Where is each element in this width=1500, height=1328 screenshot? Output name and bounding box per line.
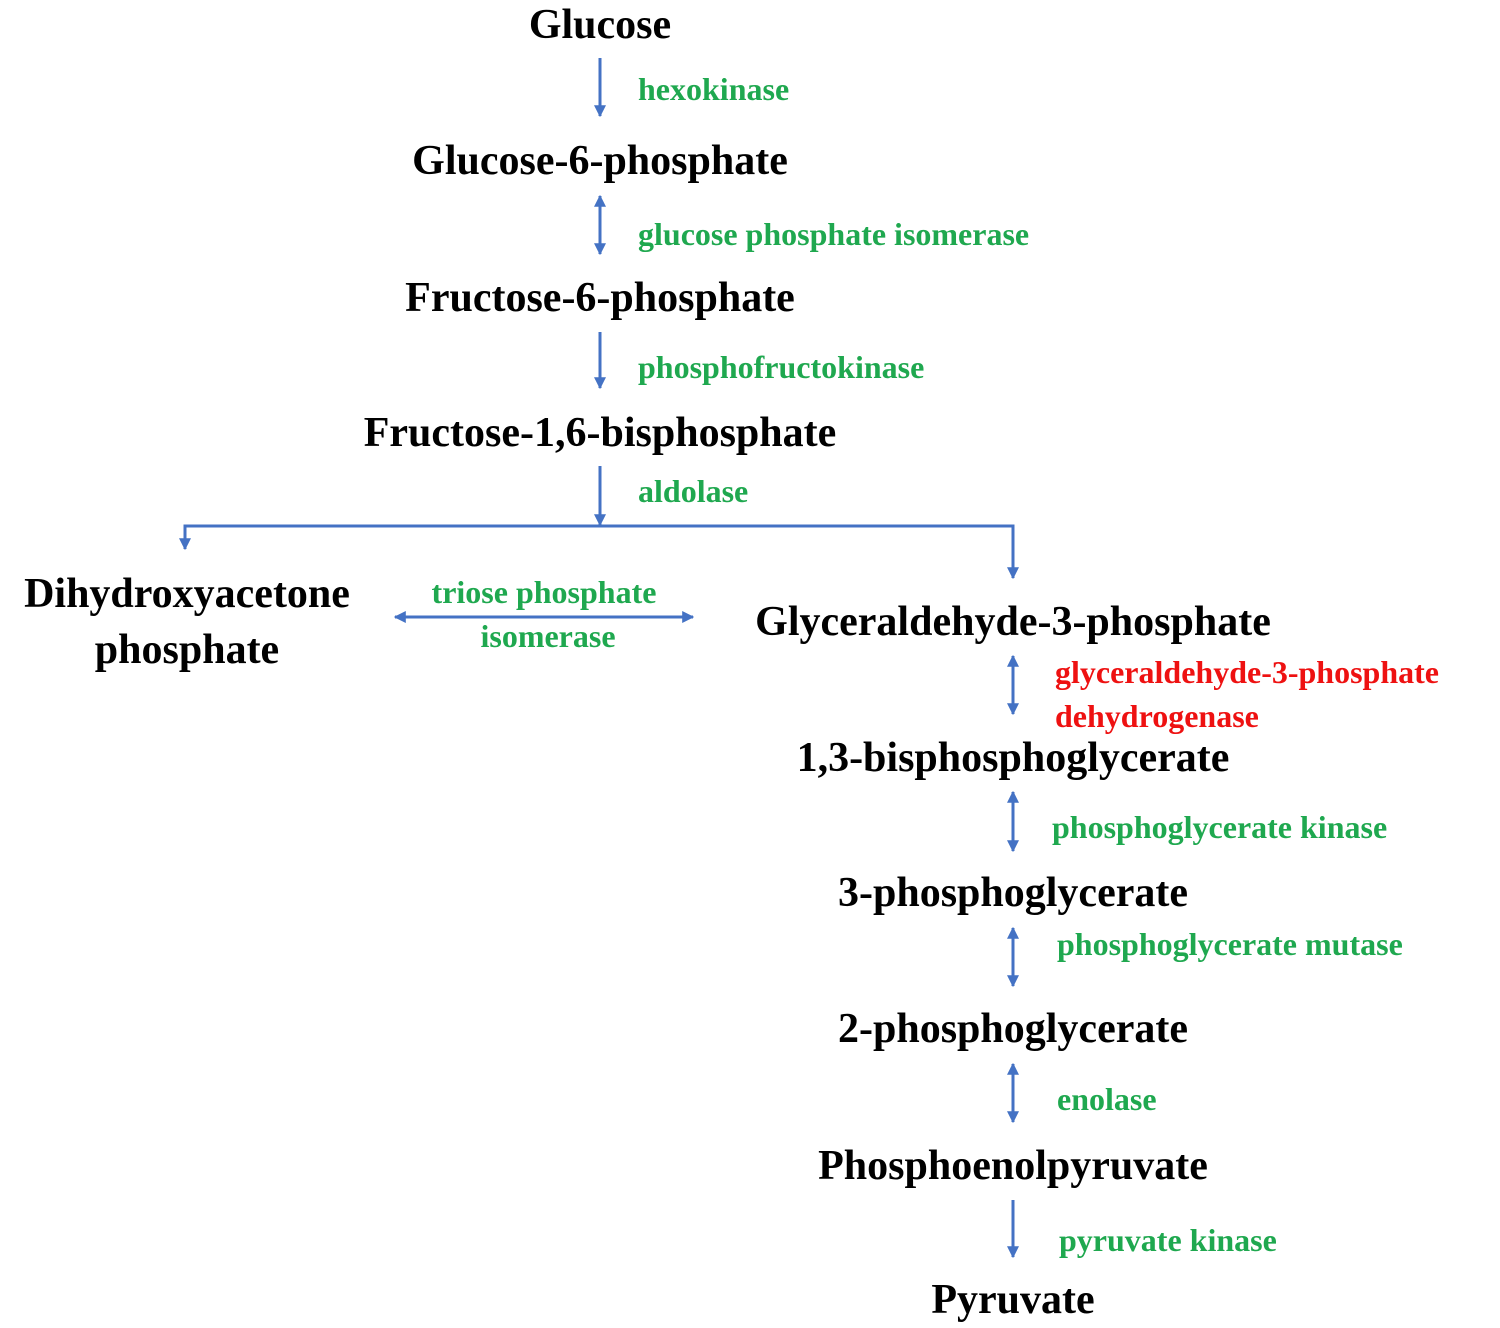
enzyme-triose-phosphate-isomerase-line1: triose phosphate [431,574,657,610]
enzyme-enolase: enolase [1057,1081,1157,1117]
metabolite-glucose-6-phosphate: Glucose-6-phosphate [412,138,788,184]
enzyme-glucose-phosphate-isomerase: glucose phosphate isomerase [638,216,1030,252]
metabolite-1-3-bisphosphoglycerate: 1,3-bisphosphoglycerate [796,735,1230,781]
metabolite-2-phosphoglycerate: 2-phosphoglycerate [838,1006,1188,1052]
enzyme-phosphofructokinase: phosphofructokinase [638,349,925,385]
enzyme-pyruvate-kinase: pyruvate kinase [1059,1222,1277,1258]
metabolite-fructose-1-6-bisphosphate: Fructose-1,6-bisphosphate [363,410,837,456]
arrow-split-g3p [600,524,1019,580]
enzyme-phosphoglycerate-mutase: phosphoglycerate mutase [1057,926,1403,962]
enzyme-phosphoglycerate-kinase: phosphoglycerate kinase [1052,809,1388,845]
enzyme-gapdh-line2: dehydrogenase [1055,698,1259,734]
metabolite-glucose: Glucose [528,2,672,48]
metabolite-glyceraldehyde-3-phosphate: Glyceraldehyde-3-phosphate [755,599,1271,645]
metabolite-3-phosphoglycerate: 3-phosphoglycerate [838,870,1188,916]
enzyme-gapdh-line1: glyceraldehyde-3-phosphate [1055,654,1439,690]
metabolite-pyruvate: Pyruvate [931,1277,1095,1323]
metabolite-dihydroxyacetone-phosphate-line1: Dihydroxyacetone [24,571,350,617]
enzyme-aldolase: aldolase [638,473,749,509]
arrow-split-dhap [179,524,600,551]
metabolite-phosphoenolpyruvate: Phosphoenolpyruvate [818,1143,1208,1189]
enzyme-triose-phosphate-isomerase-line2: isomerase [480,618,616,654]
enzyme-hexokinase: hexokinase [638,71,790,107]
metabolite-dihydroxyacetone-phosphate-line2: phosphate [94,627,280,673]
metabolite-fructose-6-phosphate: Fructose-6-phosphate [405,275,795,321]
